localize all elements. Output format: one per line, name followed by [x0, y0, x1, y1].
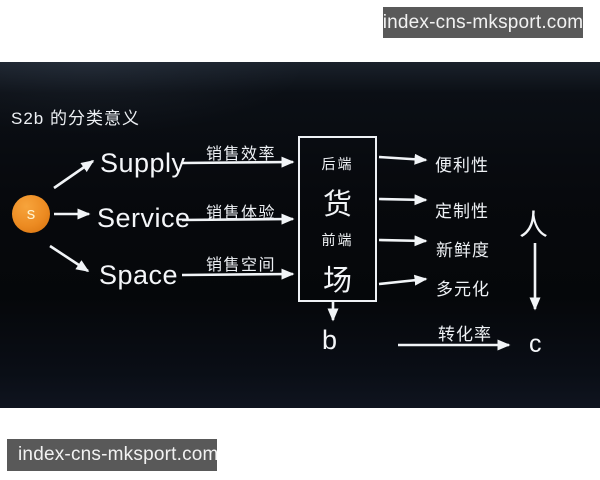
c-label: c — [529, 330, 542, 358]
s-node: s — [12, 195, 50, 233]
outcome-diversification: 多元化 — [436, 280, 490, 299]
person-label: 人 — [519, 210, 549, 242]
arrow-box-to-freshness — [378, 235, 428, 247]
s-node-label: s — [26, 204, 36, 223]
arrow-box-to-diversification — [378, 274, 428, 286]
watermark-top-text: index-cns-mksport.com — [382, 11, 584, 33]
box-label-front-end: 前端 — [321, 232, 354, 248]
watermark-bottom: index-cns-mksport.com — [7, 439, 219, 471]
arrow-box-to-customization — [378, 194, 428, 206]
watermark-bottom-text: index-cns-mksport.com — [18, 444, 219, 465]
arrow-s-to-space — [49, 244, 90, 273]
outcome-freshness: 新鲜度 — [436, 241, 490, 260]
arrow-box-to-convenience — [378, 153, 428, 165]
diagram-panel: S2b 的分类意义 s Supply Service Space 销售效率 销售… — [0, 62, 600, 408]
edge-label-sales-efficiency: 销售效率 — [206, 146, 277, 163]
node-service: Service — [97, 203, 191, 233]
edge-label-sales-space: 销售空间 — [206, 257, 277, 274]
box-label-goods: 货 — [322, 189, 352, 221]
b-label: b — [322, 325, 338, 355]
diagram-title: S2b 的分类意义 — [11, 109, 140, 128]
node-space: Space — [99, 260, 179, 290]
center-box: 后端 货 前端 场 — [298, 136, 377, 302]
box-label-back-end: 后端 — [321, 156, 354, 172]
conversion-label: 转化率 — [438, 325, 492, 344]
watermark-top: index-cns-mksport.com — [383, 7, 583, 38]
outcome-customization: 定制性 — [435, 202, 489, 221]
node-supply: Supply — [100, 148, 186, 178]
arrow-s-to-supply — [53, 159, 95, 190]
outcome-convenience: 便利性 — [435, 156, 489, 175]
box-label-place: 场 — [322, 265, 352, 297]
edge-label-sales-experience: 销售体验 — [206, 205, 277, 222]
